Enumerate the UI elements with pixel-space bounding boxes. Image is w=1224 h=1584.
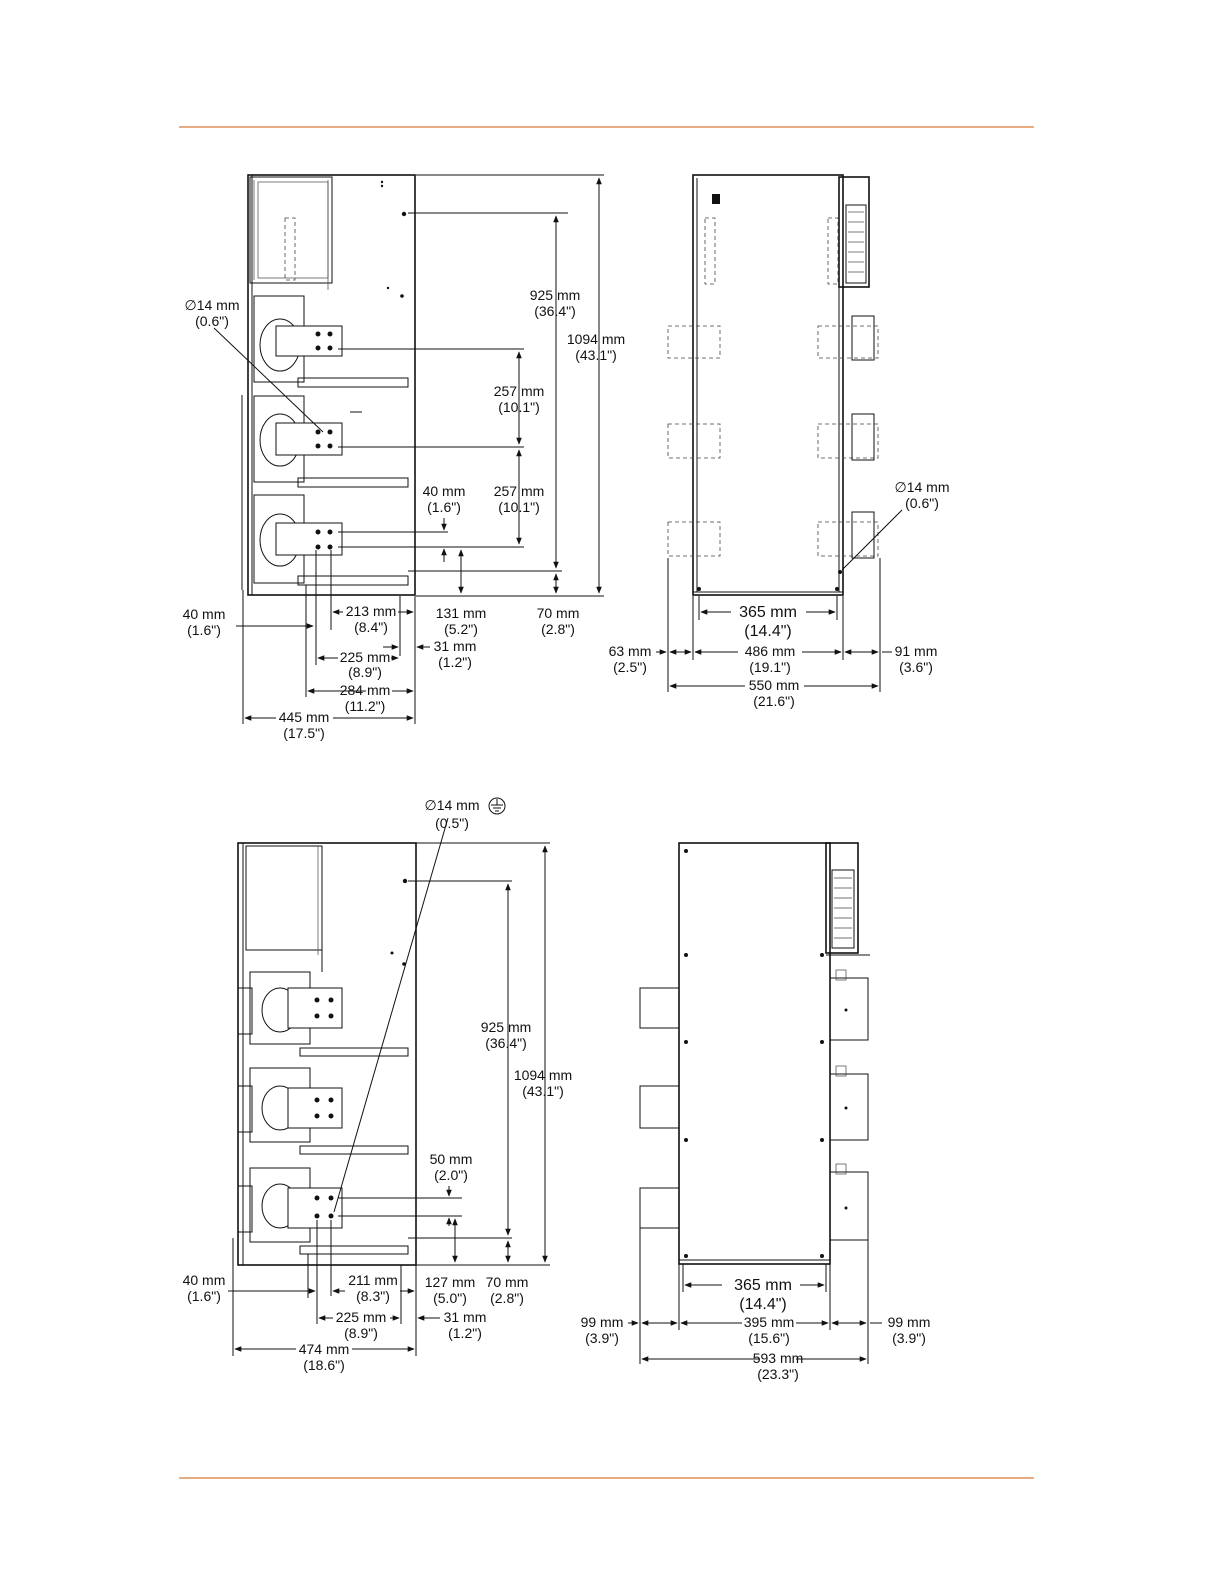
d1-225-label: 225 mm [340,649,391,665]
d1-131-label: 131 mm [436,605,487,621]
d1-225-inch: (8.9") [348,664,382,680]
diagram-front-view-2: 365 mm (14.4") 99 mm (3.9") 395 mm (15.6… [581,842,931,1382]
d4-593-inch: (23.3") [757,1366,799,1382]
d1-31-inch: (1.2") [438,654,472,670]
d1-70-inch: (2.8") [541,621,575,637]
d4-365-label: 365 mm [734,1277,792,1294]
d1-40-inch: (1.6") [187,622,221,638]
d3-474-label: 474 mm [299,1341,350,1357]
d3-50-inch: (2.0") [434,1167,468,1183]
d2-hole-label: ∅14 mm [895,479,950,495]
d1-40v-label: 40 mm [423,483,466,499]
d1-257b-inch: (10.1") [498,499,540,515]
d4-593-label: 593 mm [753,1350,804,1366]
d3-hole-inch: (0.5") [435,815,469,831]
d3-1094-label: 1094 mm [514,1067,572,1083]
d3-211-label: 211 mm [348,1272,398,1288]
d2-550-inch: (21.6") [753,693,795,709]
d3-225-label: 225 mm [336,1309,387,1325]
ground-icon [488,797,506,815]
phase-block-2 [253,395,409,488]
d1-hole-inch: (0.6") [195,313,229,329]
d4-99b-label: 99 mm [888,1314,931,1330]
d4-99a-inch: (3.9") [585,1330,619,1346]
diagram-side-view-1: ∅14 mm (0.6") 925 mm (36.4") 1094 mm (43… [183,174,625,741]
d3-925-label: 925 mm [481,1019,532,1035]
phase-block-b [237,1067,409,1155]
d1-284-inch: (11.2") [345,698,386,714]
d3-31-inch: (1.2") [448,1325,482,1341]
d1-131-inch: (5.2") [444,621,478,637]
d4-99b-inch: (3.9") [892,1330,926,1346]
d1-40v-inch: (1.6") [427,499,461,515]
d2-91-inch: (3.6") [899,659,933,675]
d1-445-label: 445 mm [279,709,330,725]
d1-hole-label: ∅14 mm [185,297,240,313]
d2-63-label: 63 mm [609,643,652,659]
d3-70-label: 70 mm [486,1274,529,1290]
d3-40-inch: (1.6") [187,1288,221,1304]
d2-365-label: 365 mm [739,604,797,621]
d2-91-label: 91 mm [895,643,938,659]
d1-1094-label: 1094 mm [567,331,625,347]
d3-225-inch: (8.9") [344,1325,378,1341]
d4-365-inch: (14.4") [739,1296,786,1313]
d2-550-label: 550 mm [749,677,800,693]
phase-block-a [237,971,409,1057]
d3-40-label: 40 mm [183,1272,226,1288]
d1-70-label: 70 mm [537,605,580,621]
d3-925-inch: (36.4") [485,1035,527,1051]
diagram-side-view-2: ∅14 mm (0.5") 925 mm (36.4") 1094 mm (43… [183,797,573,1373]
d3-127-inch: (5.0") [433,1290,467,1306]
d3-70-inch: (2.8") [490,1290,524,1306]
d1-40-label: 40 mm [183,606,226,622]
d2-hole-inch: (0.6") [905,495,939,511]
d3-1094-inch: (43.1") [522,1083,564,1099]
phase-block-3 [253,494,409,586]
d1-213-label: 213 mm [346,603,397,619]
d3-211-inch: (8.3") [356,1288,390,1304]
d1-445-inch: (17.5") [283,725,325,741]
d4-99a-label: 99 mm [581,1314,624,1330]
d2-63-inch: (2.5") [613,659,647,675]
d2-486-inch: (19.1") [749,659,791,675]
d1-257b-label: 257 mm [494,483,545,499]
d1-213-inch: (8.4") [354,619,388,635]
d3-50-label: 50 mm [430,1151,473,1167]
d1-257a-inch: (10.1") [498,399,540,415]
diagram-front-view-1: ∅14 mm (0.6") 365 mm (14.4") 63 mm (2.5"… [609,174,950,709]
d4-395-label: 395 mm [744,1314,795,1330]
d3-hole-label: ∅14 mm [425,797,480,813]
d1-925-inch: (36.4") [534,303,576,319]
d3-31-label: 31 mm [444,1309,487,1325]
d1-1094-inch: (43.1") [575,347,617,363]
d2-365-inch: (14.4") [744,623,791,640]
d1-284-label: 284 mm [340,682,391,698]
d3-474-inch: (18.6") [303,1357,345,1373]
phase-block-c [237,1167,409,1255]
d4-395-inch: (15.6") [748,1330,790,1346]
phase-block-1 [253,295,409,388]
d2-486-label: 486 mm [745,643,796,659]
d1-925-label: 925 mm [530,287,581,303]
d1-257a-label: 257 mm [494,383,545,399]
d1-31-label: 31 mm [434,638,477,654]
d3-127-label: 127 mm [425,1274,476,1290]
